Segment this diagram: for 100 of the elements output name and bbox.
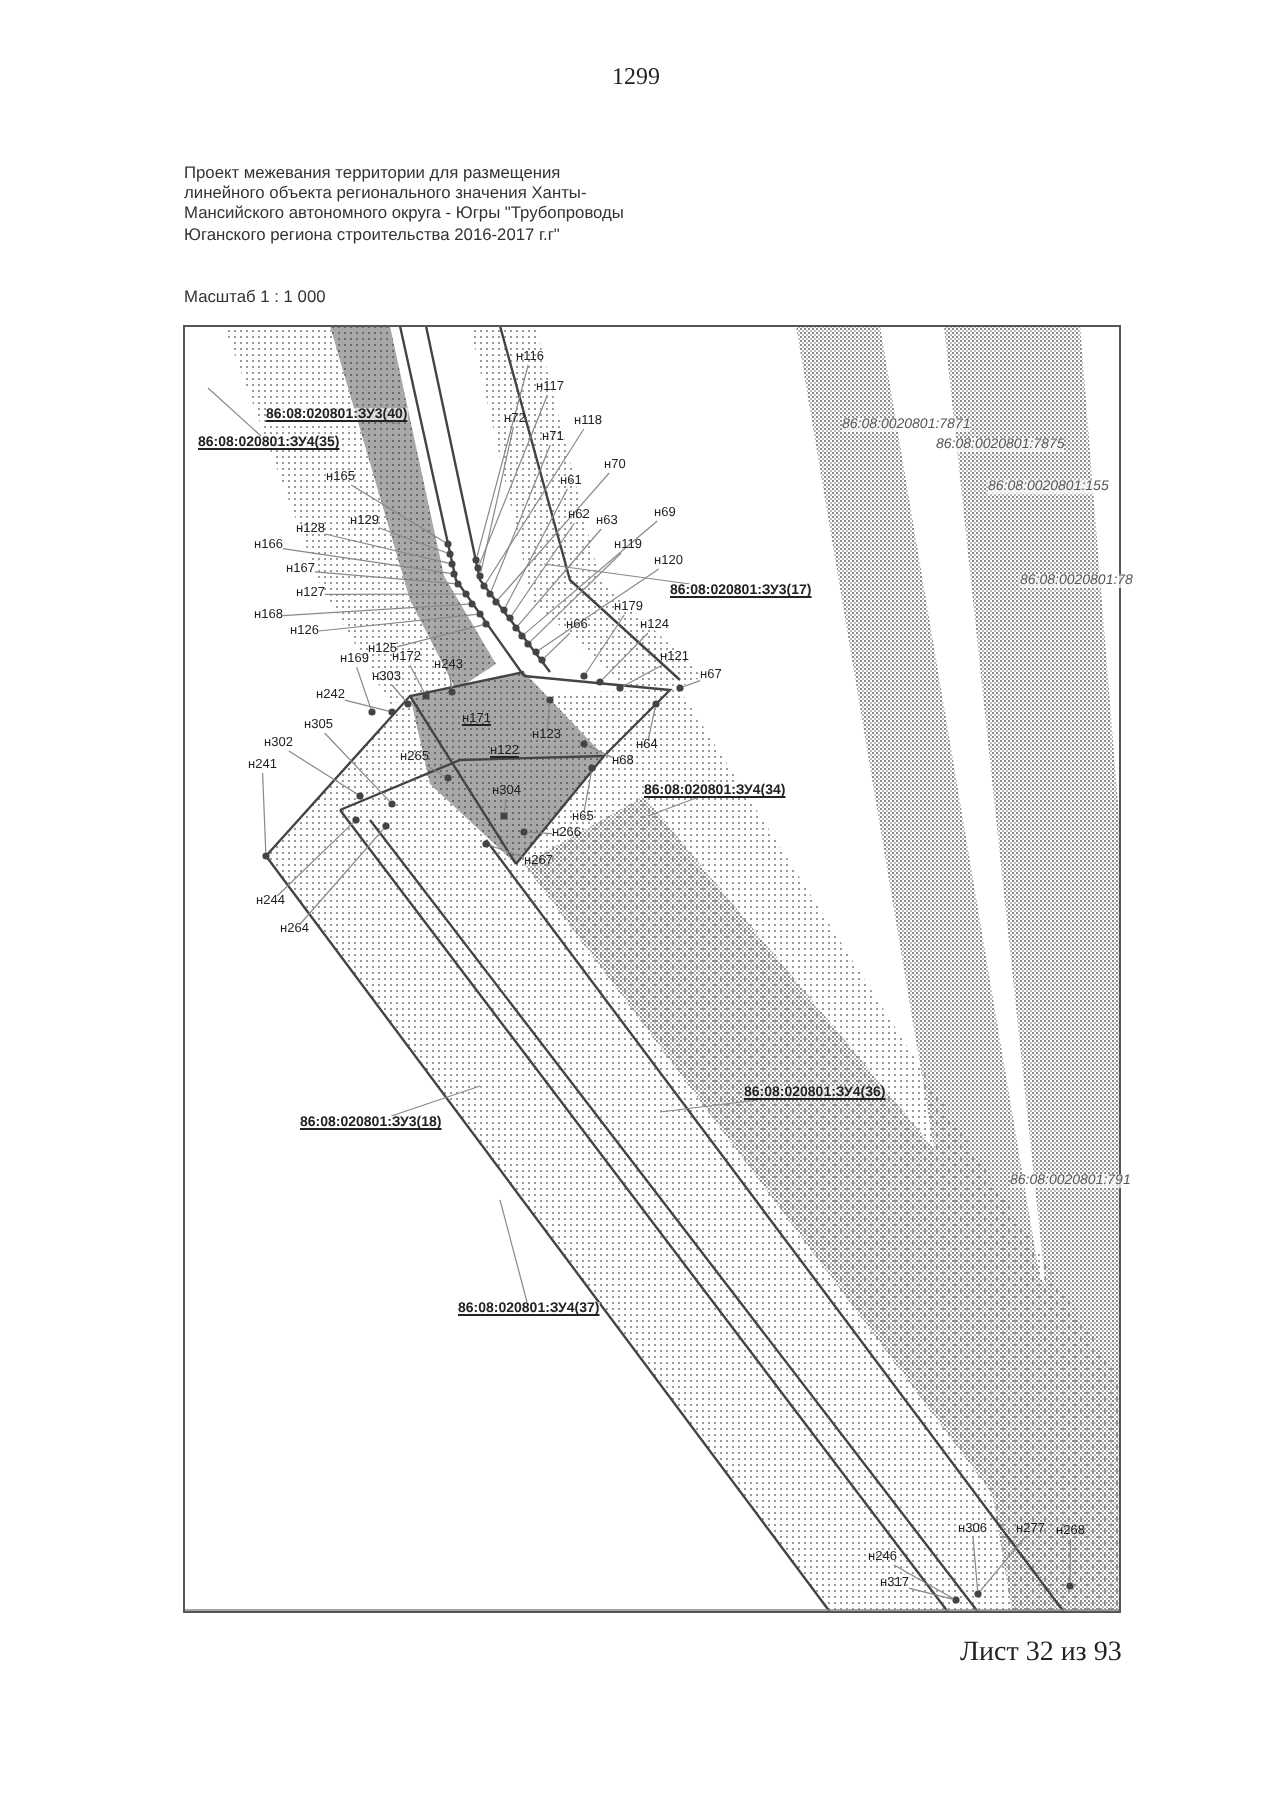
leader-line xyxy=(1069,1538,1071,1583)
leader-line xyxy=(659,1099,759,1113)
survey-point xyxy=(500,606,508,614)
leader-line xyxy=(448,672,453,689)
leader-line xyxy=(647,797,697,817)
page-number: 1299 xyxy=(612,64,660,88)
leader-line xyxy=(262,772,267,853)
survey-point xyxy=(580,672,588,680)
survey-point xyxy=(444,774,452,782)
survey-point xyxy=(588,764,596,772)
leader-line xyxy=(324,732,391,802)
survey-point xyxy=(404,700,412,708)
leader-line xyxy=(390,1085,481,1117)
survey-point xyxy=(448,560,456,568)
leader-line xyxy=(497,472,610,600)
leader-line xyxy=(391,684,407,702)
leader-line xyxy=(409,664,425,694)
leader-line xyxy=(314,571,455,585)
survey-point xyxy=(500,812,508,820)
survey-point xyxy=(474,564,482,572)
leader-line xyxy=(480,426,514,573)
leader-line xyxy=(647,707,656,741)
leader-line xyxy=(538,568,660,651)
leader-line xyxy=(282,548,451,574)
leader-line xyxy=(585,614,625,674)
leader-line xyxy=(288,750,358,795)
survey-point xyxy=(596,678,604,686)
survey-point xyxy=(652,700,660,708)
survey-point xyxy=(546,696,554,704)
leader-line xyxy=(378,527,448,554)
survey-point xyxy=(974,1590,982,1598)
survey-point xyxy=(446,550,454,558)
survey-point xyxy=(382,822,390,830)
leader-line xyxy=(530,552,622,642)
survey-point xyxy=(368,708,376,716)
leader-line xyxy=(893,1564,954,1599)
leader-line xyxy=(207,387,262,437)
leader-line xyxy=(527,831,553,835)
leader-line xyxy=(979,1536,1026,1592)
survey-point xyxy=(952,1596,960,1604)
survey-point xyxy=(476,572,484,580)
leader-line xyxy=(517,528,602,626)
leader-line xyxy=(344,699,390,712)
leader-line xyxy=(488,844,525,858)
survey-point xyxy=(448,688,456,696)
leader-line xyxy=(543,563,691,585)
survey-point xyxy=(492,598,500,606)
survey-point xyxy=(462,590,470,598)
sheet-number: Лист 32 из 93 xyxy=(960,1640,1122,1668)
leader-line xyxy=(602,632,649,680)
survey-point xyxy=(616,684,624,692)
leader-line xyxy=(908,1587,954,1600)
leader-line xyxy=(356,666,372,710)
leader-line xyxy=(478,394,548,566)
survey-point xyxy=(476,610,484,618)
survey-point xyxy=(538,656,546,664)
leader-line xyxy=(503,798,507,813)
leader-line xyxy=(324,593,463,595)
leader-line xyxy=(350,484,446,543)
survey-point xyxy=(520,828,528,836)
survey-point xyxy=(580,740,588,748)
scale-note: Масштаб 1 : 1 000 xyxy=(184,288,326,305)
leader-line xyxy=(524,520,658,635)
survey-point xyxy=(486,590,494,598)
leader-line xyxy=(282,603,469,617)
survey-point xyxy=(356,792,364,800)
survey-point xyxy=(450,570,458,578)
leader-line xyxy=(499,1199,528,1303)
survey-point xyxy=(388,800,396,808)
leader-line xyxy=(546,703,551,731)
survey-point xyxy=(524,640,532,648)
leader-line xyxy=(490,444,551,592)
leader-line xyxy=(505,488,568,608)
survey-point xyxy=(388,708,396,716)
survey-point xyxy=(480,582,488,590)
survey-point xyxy=(422,692,430,700)
survey-point xyxy=(262,852,270,860)
leader-line xyxy=(396,624,484,648)
survey-point xyxy=(512,624,520,632)
survey-point xyxy=(1066,1582,1074,1590)
leader-line xyxy=(318,613,477,632)
survey-point xyxy=(532,648,540,656)
leader-line xyxy=(622,664,663,687)
survey-point xyxy=(506,614,514,622)
leader-line xyxy=(511,522,575,616)
leader-line xyxy=(476,364,529,558)
leader-line xyxy=(682,680,701,688)
leader-line xyxy=(485,428,585,584)
leader-line xyxy=(586,745,613,758)
leader-line xyxy=(324,533,449,564)
survey-point xyxy=(472,556,480,564)
leader-line xyxy=(544,632,571,659)
survey-point xyxy=(482,840,490,848)
survey-point xyxy=(352,816,360,824)
survey-point xyxy=(454,580,462,588)
survey-point xyxy=(444,540,452,548)
leader-line xyxy=(425,764,446,777)
leader-line xyxy=(299,828,385,925)
leader-line xyxy=(385,421,401,425)
survey-point xyxy=(482,620,490,628)
